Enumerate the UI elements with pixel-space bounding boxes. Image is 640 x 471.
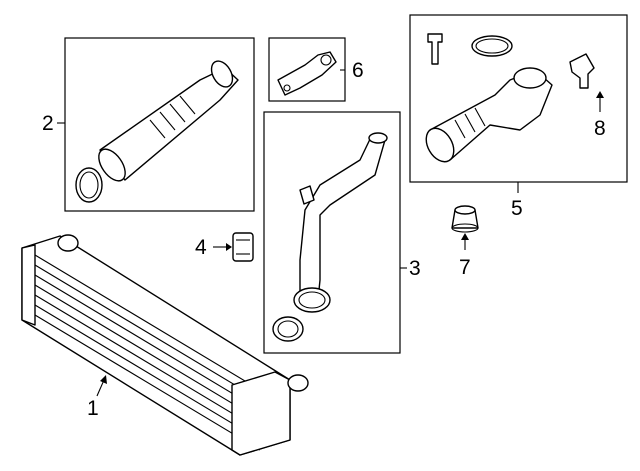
part-4-bushing <box>232 232 254 262</box>
callout-4: 4 <box>195 236 207 259</box>
callout-5: 5 <box>511 197 523 220</box>
callout-8: 8 <box>594 117 606 140</box>
callout-1: 1 <box>87 397 99 420</box>
part-5-assembly <box>425 33 595 163</box>
part-7-mount <box>451 205 479 233</box>
part-2-hose <box>75 60 239 203</box>
part-1-intercooler <box>21 234 309 456</box>
part-6-bracket <box>277 51 337 96</box>
callout-2: 2 <box>42 112 54 135</box>
callout-3: 3 <box>409 257 421 280</box>
callout-7: 7 <box>459 256 471 279</box>
group-box-3 <box>263 111 401 354</box>
leader-lines <box>57 69 604 397</box>
part-3-pipe <box>272 132 388 342</box>
callout-6: 6 <box>352 59 364 82</box>
group-box-2 <box>64 37 255 212</box>
